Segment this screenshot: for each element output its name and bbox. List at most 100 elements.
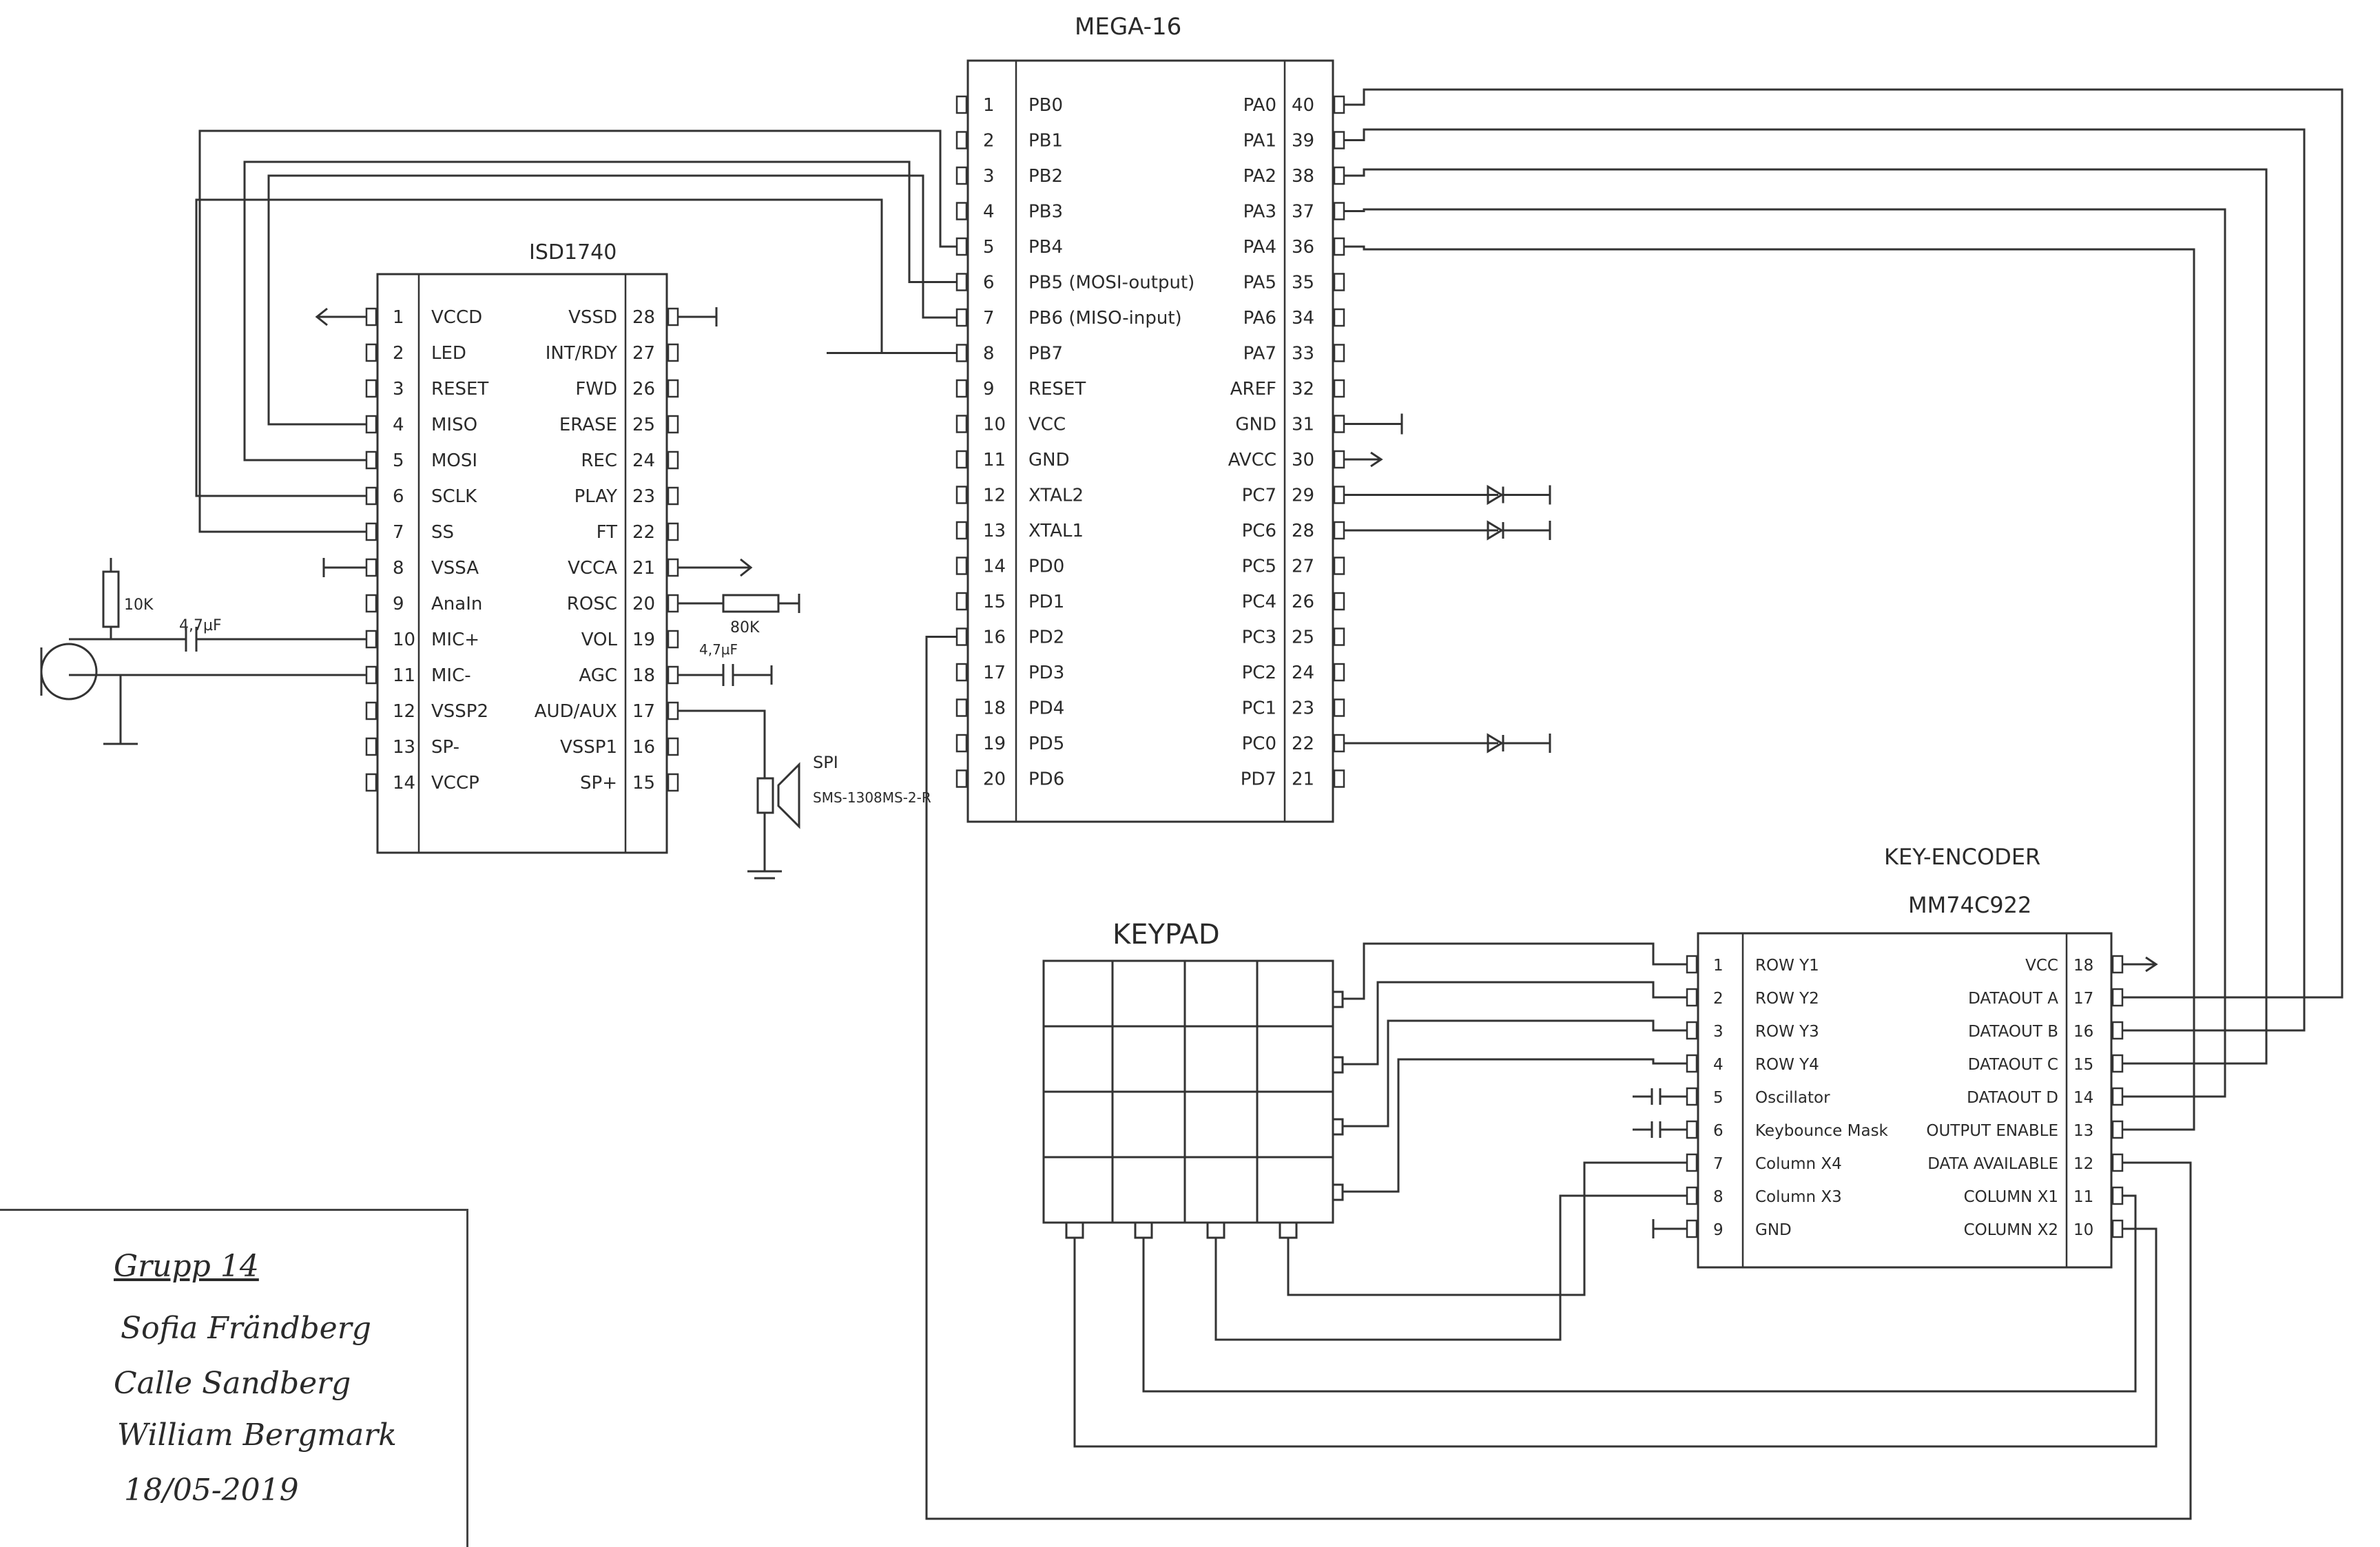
isd-pin-17-label: AUD/AUX [535,701,617,722]
mega-pin-20-label: PD6 [1028,769,1064,790]
wire-data-available [925,636,2192,1520]
speaker-label: SPI [813,753,838,772]
isd-pin-3-number: 3 [393,379,404,399]
mega-pin-9-label: RESET [1028,379,1086,399]
isd-pin-10-pad [365,630,377,649]
mega-pin-12-pad [955,486,968,504]
enc-pin-18-number: 18 [2073,957,2093,975]
wire-mosi [243,160,957,461]
isd-pin-9-pad [365,594,377,613]
mega-pin-11-number: 11 [983,450,1006,470]
mega-body [966,59,1334,823]
isd-pin-13-pad [365,737,377,756]
keypad-col-pin [1206,1221,1225,1239]
mega-pin-20-pad [955,769,968,788]
mega-pin-27-number: 27 [1292,557,1314,577]
microphone-icon [40,643,98,700]
isd-pin-11-label: MIC- [431,665,471,686]
isd-pin-8-label: VSSA [431,558,479,579]
isd-pin-24-number: 24 [632,450,655,471]
wire-row-y2 [1343,981,1687,1066]
mega-pin-35-number: 35 [1292,273,1314,293]
mega-pin-11-label: GND [1028,450,1070,470]
enc-pin-5-number: 5 [1713,1089,1724,1107]
mega-pin-24-pad [1333,663,1345,682]
enc-pin-12-pad [2111,1153,2124,1172]
enc-pin-2-number: 2 [1713,990,1724,1008]
isd-pin-21-number: 21 [632,558,655,579]
mega-pin-18-pad [955,698,968,717]
mega-pin-7-number: 7 [983,308,995,329]
mega-pin-37-label: PA3 [1243,202,1276,222]
isd-pin-21-pad [667,558,679,577]
isd-body [376,273,668,854]
wire-row-y4 [1343,1058,1687,1193]
isd-pin-21-label: VCCA [568,558,617,579]
enc-pin-1-number: 1 [1713,957,1724,975]
mega-pin-31-pad [1333,415,1345,433]
enc-pin-7-pad [1686,1153,1698,1172]
isd-pin-22-number: 22 [632,522,655,543]
enc-pin-13-pad [2111,1120,2124,1139]
mega-pin-1-pad [955,95,968,114]
mega-pin-32-number: 32 [1292,379,1314,399]
enc-pin-14-label: DATAOUT D [1967,1089,2058,1107]
mega-pin-8-number: 8 [983,344,995,364]
enc-pin-16-label: DATAOUT B [1968,1023,2058,1041]
mega-pin-38-pad [1333,166,1345,185]
mega-pin-40-number: 40 [1292,95,1314,116]
mega-pin-27-label: PC5 [1242,557,1276,577]
mega-pin-9-number: 9 [983,379,995,399]
mega-pin-29-pad [1333,486,1345,504]
mega-pin-16-number: 16 [983,627,1006,648]
mega-pin-25-pad [1333,627,1345,646]
mega-pin-15-label: PD1 [1028,592,1064,612]
member-2: Calle Sandberg [114,1366,351,1401]
wire-row-y1 [1343,942,1687,1000]
mega-pin-29-label: PC7 [1242,486,1276,506]
mega-pin-9-pad [955,379,968,398]
isd-pin-5-pad [365,450,377,470]
enc-pin-17-number: 17 [2073,990,2093,1008]
mega-pin-11-pad [955,450,968,469]
wire-col-x3 [1214,1194,1687,1341]
mega-pin-3-number: 3 [983,166,995,187]
vccd-arrow [315,307,328,326]
mega-pin-13-label: XTAL1 [1028,521,1084,541]
enc-pin-17-pad [2111,988,2124,1007]
isd-pin-22-label: FT [597,522,617,543]
mega-pin-19-label: PD5 [1028,734,1064,754]
enc-pin-9-label: GND [1755,1221,1792,1239]
mega-pin-10-pad [955,415,968,433]
mega-pin-34-number: 34 [1292,308,1314,329]
isd-pin-20-number: 20 [632,594,655,614]
mega-pin-21-number: 21 [1292,769,1314,790]
speaker-resistor [756,777,774,814]
mega-pin-33-number: 33 [1292,344,1314,364]
isd-pin-12-label: VSSP2 [431,701,488,722]
mega-pin-32-pad [1333,379,1345,398]
group-name: Grupp 14 [114,1249,259,1284]
mega-pin-13-pad [955,521,968,540]
wire-sclk [195,198,957,497]
mega-pin-33-label: PA7 [1243,344,1276,364]
enc-pin-8-pad [1686,1186,1698,1205]
isd-pin-13-number: 13 [393,737,415,758]
isd-pin-18-pad [667,665,679,685]
isd-pin-24-label: REC [581,450,617,471]
isd-pin-1-label: VCCD [431,307,482,328]
keypad-row-pin [1332,1118,1344,1136]
enc-pin-7-number: 7 [1713,1155,1724,1173]
isd-pin-26-label: FWD [575,379,617,399]
enc-pin-15-number: 15 [2073,1056,2093,1074]
enc-pin-6-number: 6 [1713,1122,1724,1140]
wire-ss [198,129,957,533]
mega-pin-19-number: 19 [983,734,1006,754]
isd-pin-9-label: AnaIn [431,594,482,614]
mega-pin-7-label: PB6 (MISO-input) [1028,308,1182,329]
keypad-row-pin [1332,1056,1344,1074]
keypad-title: KEYPAD [1113,919,1220,951]
isd-pin-7-number: 7 [393,522,404,543]
isd-pin-28-number: 28 [632,307,655,328]
